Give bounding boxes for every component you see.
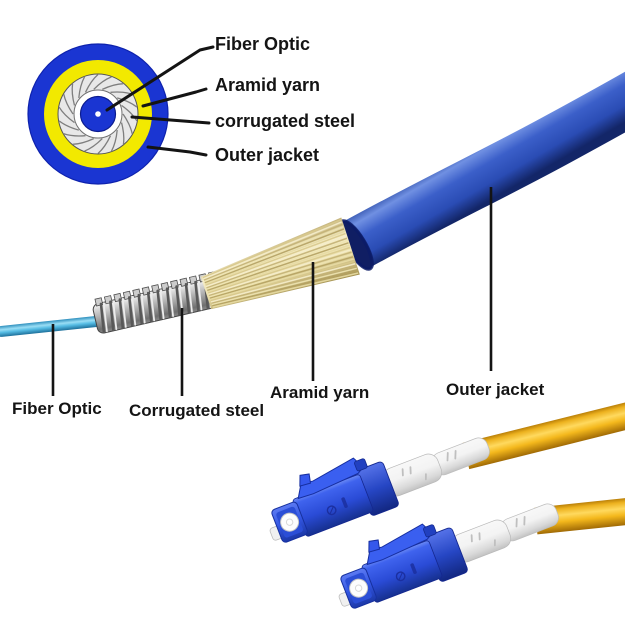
- yarn-strands: [202, 219, 359, 308]
- aramid-yarn-pointer-line: [141, 87, 208, 108]
- label-corrugated-steel-top: corrugated steel: [215, 111, 356, 131]
- patch-cable-upper: [462, 399, 625, 470]
- label-fiber-optic-bottom: Fiber Optic: [12, 399, 102, 418]
- label-outer-jacket-bottom: Outer jacket: [446, 380, 545, 399]
- label-aramid-yarn-top: Aramid yarn: [215, 75, 321, 95]
- lc-patch-cords: [254, 399, 625, 620]
- outer-jacket-cable: [341, 71, 625, 270]
- fiber-core-dot: [95, 111, 101, 117]
- corrugated-steel-swirl: [58, 74, 138, 154]
- label-corrugated-steel-bottom: Corrugated steel: [129, 401, 265, 420]
- cross-section-diagram: [27, 43, 169, 185]
- jacket-opening: [339, 220, 373, 270]
- label-outer-jacket-top: Outer jacket: [215, 145, 320, 165]
- label-fiber-optic-top: Fiber Optic: [215, 34, 311, 54]
- cross-section-pointer-lines: [105, 45, 215, 157]
- aramid-yarn-bundle: [200, 217, 360, 310]
- patch-cable-lower: [534, 496, 625, 535]
- bare-fiber: [0, 314, 114, 337]
- corrugated-steel-armor: [92, 271, 225, 334]
- label-aramid-yarn-bottom: Aramid yarn: [270, 383, 370, 402]
- lc-connector-upper: [254, 407, 498, 554]
- corrugated-steel-pointer-line: [130, 115, 211, 125]
- stripped-cable-pointer-lines: [51, 187, 493, 396]
- outer-jacket-pointer-line: [146, 145, 208, 157]
- fiber-optic-pointer-line: [105, 45, 215, 112]
- stripped-cable-photo: [0, 71, 625, 337]
